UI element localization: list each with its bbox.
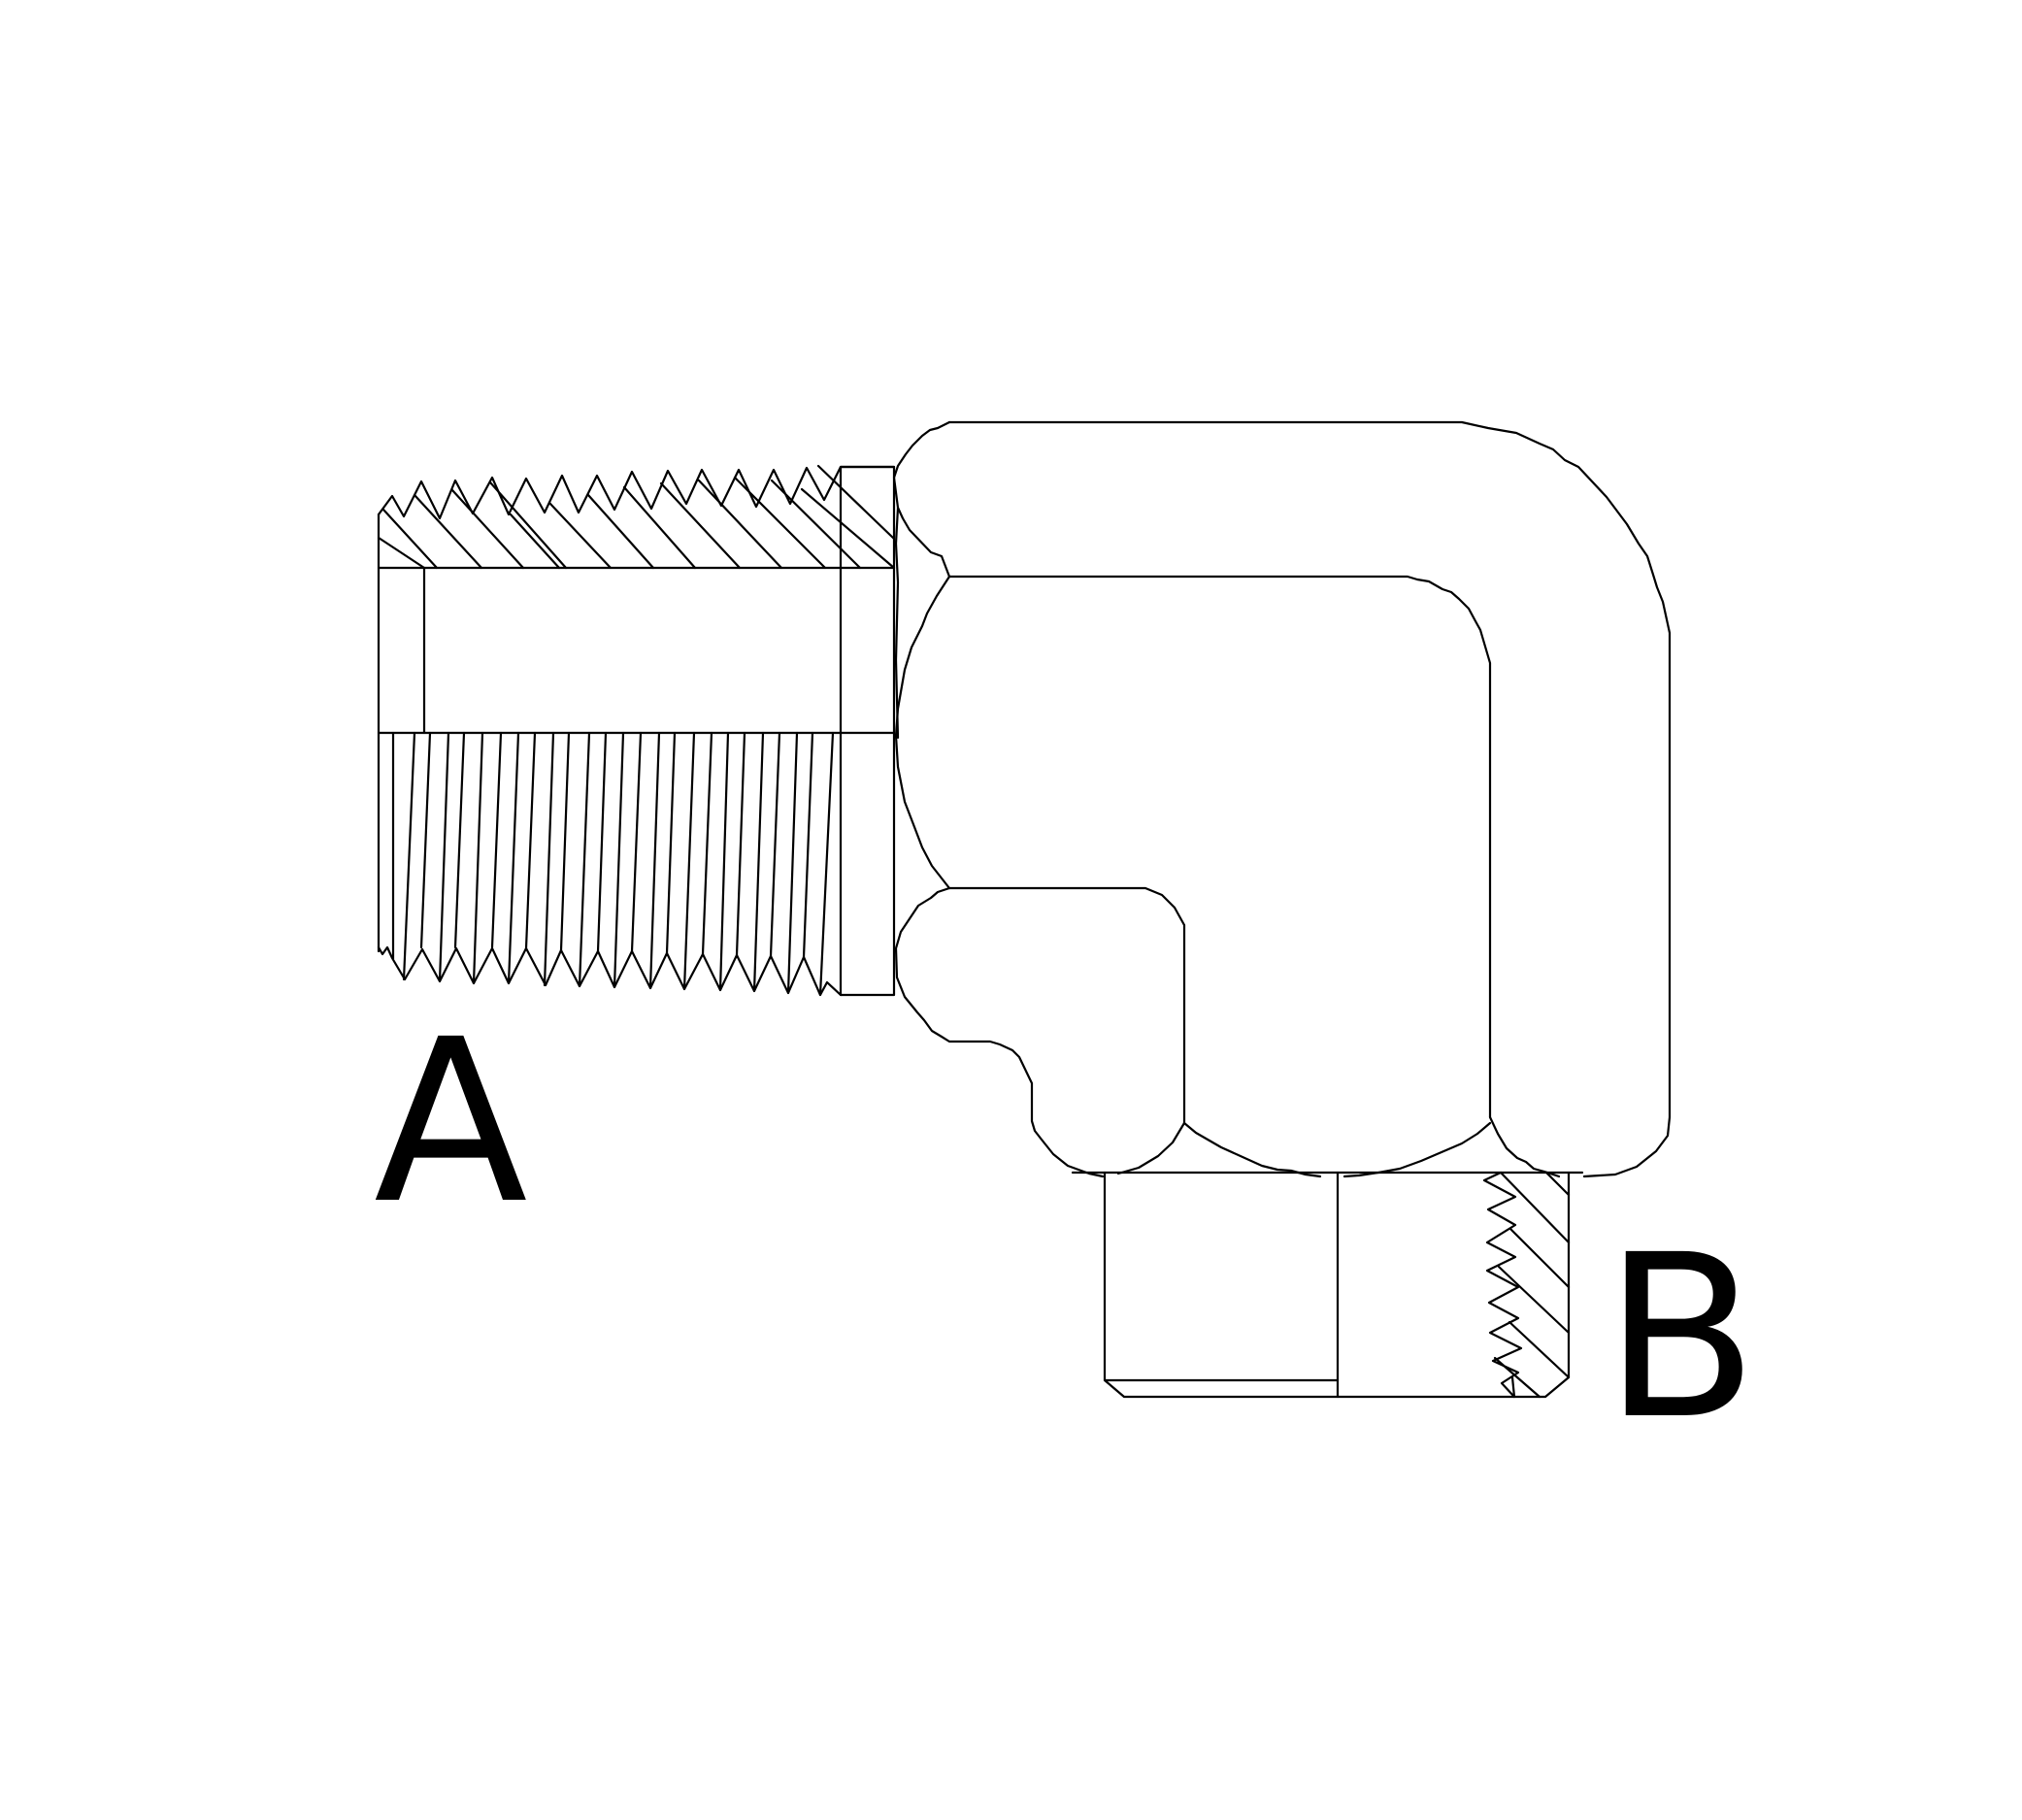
port-b-outline	[1103, 1171, 1571, 1399]
port-a-thread	[377, 464, 896, 997]
body-neck-right-outer	[1488, 1115, 1561, 1178]
body-boss-lower	[947, 886, 1186, 1175]
port-b-section-hatching	[1493, 1171, 1571, 1399]
body-outer-contour	[947, 420, 1672, 1178]
body-neck-left	[1182, 1121, 1322, 1178]
body-neck-right	[1342, 1121, 1492, 1178]
body-flange-contact	[894, 506, 900, 740]
port-a-thread-crest-top	[377, 465, 896, 520]
port-a-thread-lines	[391, 731, 835, 997]
body-boss-middle	[894, 575, 951, 890]
port-b-label: B	[1604, 1207, 1759, 1469]
port-b-thread	[1071, 1171, 1584, 1399]
port-a-label: A	[374, 991, 528, 1253]
port-a-section-hatching	[381, 464, 896, 570]
body-boss-upper	[892, 420, 1492, 1119]
elbow-body	[892, 420, 1672, 1178]
body-boss-lower-outer	[894, 886, 1105, 1178]
port-b-thread-profile	[1482, 1171, 1523, 1399]
